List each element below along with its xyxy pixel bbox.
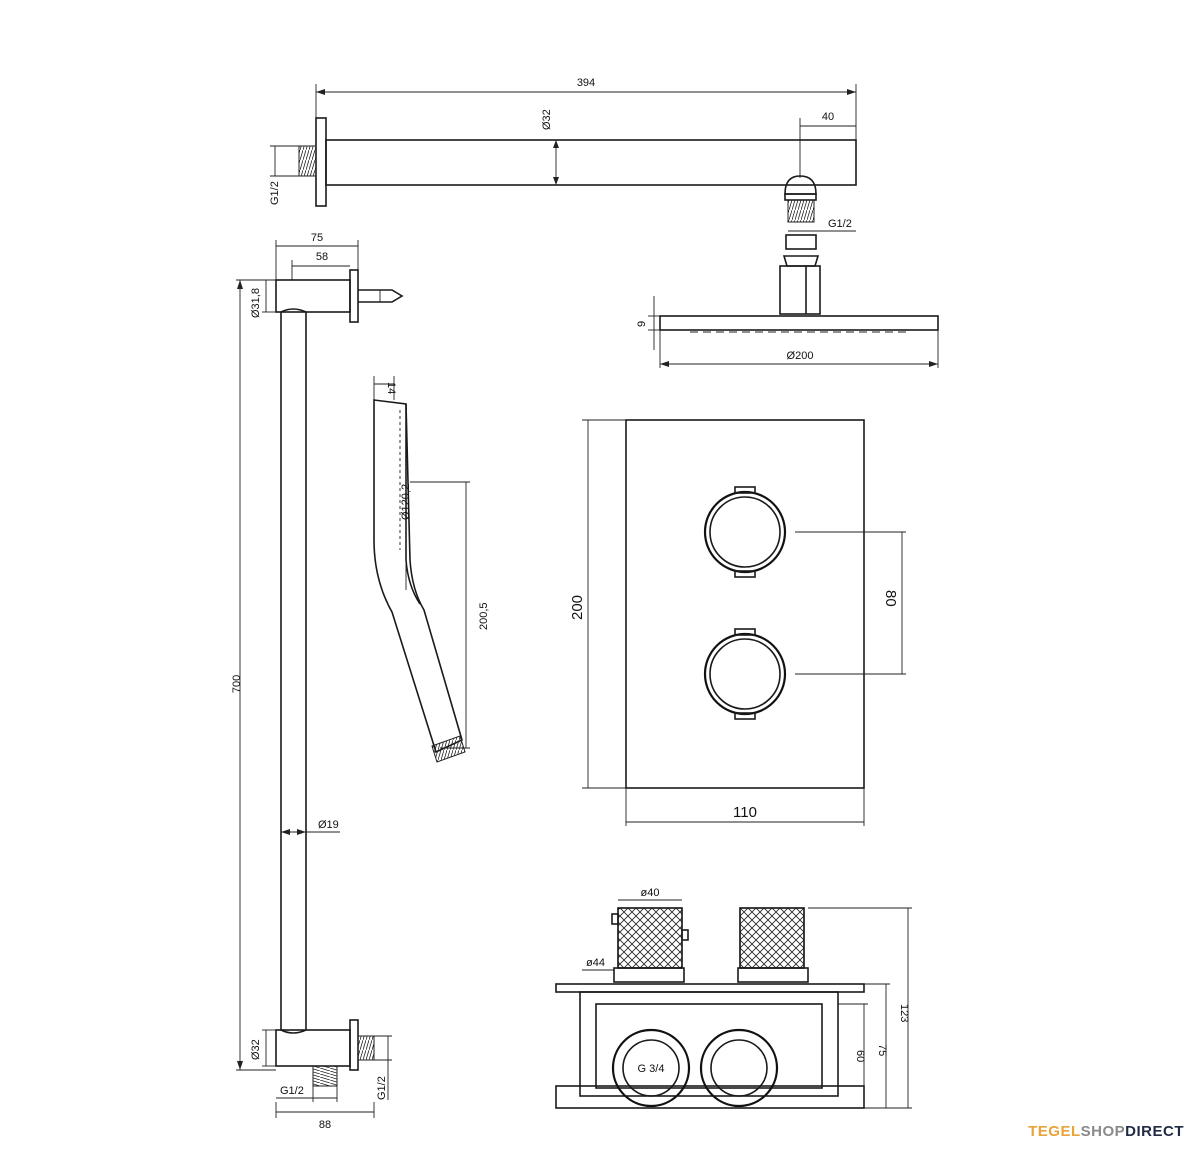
- rain-head: 9 Ø200: [636, 265, 939, 368]
- rail-length-label: 700: [231, 675, 243, 693]
- rail-bottom-thread-label: G1/2: [280, 1085, 304, 1097]
- head-thread-label: G1/2: [828, 218, 852, 230]
- rail-width-inner-label: 58: [316, 251, 328, 263]
- arm-diameter-label: Ø32: [541, 109, 553, 130]
- arm-offset-label: 40: [822, 111, 834, 123]
- arm-wall-thread-label: G1/2: [269, 181, 281, 205]
- knob-dia-label: ø40: [641, 887, 660, 899]
- plate-width-label: 110: [733, 804, 757, 821]
- inlet-thread-label: G 3/4: [638, 1063, 665, 1075]
- rail-bottom-dia-label: Ø32: [250, 1039, 262, 1060]
- hand-thickness-label: 14: [385, 382, 397, 394]
- rain-head-diameter-label: Ø200: [787, 350, 814, 362]
- rain-head-thickness-label: 9: [636, 321, 648, 327]
- plate-height-label: 200: [569, 595, 586, 620]
- rail-rod-dia-label: Ø19: [318, 819, 339, 831]
- depth-body-label: 75: [876, 1044, 888, 1056]
- rail-side-thread-label: G1/2: [376, 1076, 388, 1100]
- hand-head-dia-label: Ø120,2: [400, 484, 412, 520]
- shower-arm: 394 G1/2 Ø32 40 G1/2: [269, 77, 857, 267]
- hand-length-label: 200,5: [478, 602, 490, 630]
- knob-spacing-label: 80: [882, 590, 899, 607]
- thermostat-body: ø40 ø44 G 3/4 123 75 60: [555, 887, 912, 1109]
- cover-plate: 200 110 80: [569, 419, 906, 826]
- rail-bracket-dia-label: Ø31,8: [250, 288, 262, 318]
- depth-total-label: 123: [898, 1004, 910, 1022]
- slide-rail: 75 58 Ø31,8 700 Ø19 Ø32: [231, 232, 404, 1131]
- brand-logo: TEGELSHOPDIRECT: [1028, 1123, 1184, 1140]
- knob-base-dia-label: ø44: [586, 957, 605, 969]
- rail-width-top-label: 75: [311, 232, 323, 244]
- depth-inner-label: 60: [854, 1050, 866, 1062]
- arm-length-label: 394: [577, 77, 595, 89]
- hand-shower: 14 Ø120,2 200,5: [373, 376, 490, 763]
- rail-width-bottom-label: 88: [319, 1119, 331, 1131]
